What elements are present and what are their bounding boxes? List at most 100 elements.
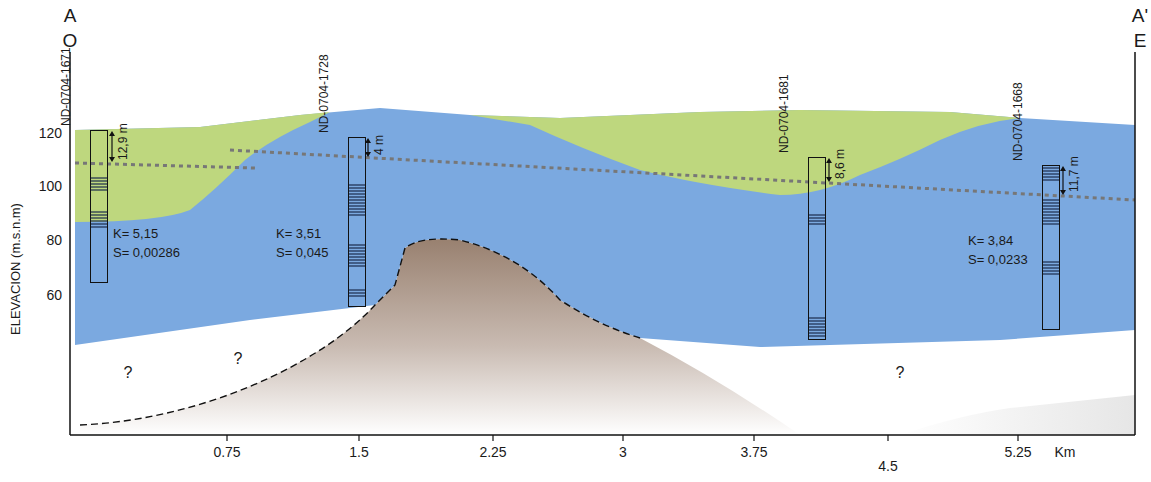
screen-stroke (91, 177, 107, 178)
well-column: ND-0704-1728 (348, 137, 366, 307)
screen-stroke (91, 217, 107, 218)
axis-unit: Km (1055, 445, 1076, 460)
well-column: ND-0704-1681 (808, 157, 826, 340)
well-name: ND-0704-1681 (777, 74, 791, 153)
screen-stroke (1043, 267, 1059, 268)
axis-tick (226, 435, 227, 441)
screen-stroke (91, 220, 107, 221)
screen-stroke (91, 223, 107, 224)
screen-stroke (1043, 261, 1059, 262)
screen-stroke (349, 289, 365, 290)
arrow-head (826, 177, 832, 182)
unknown-mark: ? (124, 365, 133, 380)
axis-value: 3 (619, 445, 627, 460)
screen-stroke (1043, 273, 1059, 274)
axis-title: ELEVACION (m.s.n.m) (8, 203, 23, 335)
screen-stroke (91, 211, 107, 212)
hydraulic-value: S= 0,0233 (968, 252, 1028, 267)
screen-stroke (809, 329, 825, 330)
depth-arrow (111, 134, 112, 159)
screen-stroke (1043, 173, 1059, 174)
screen-stroke (349, 256, 365, 257)
screen-stroke (349, 193, 365, 194)
screen-stroke (809, 335, 825, 336)
upper-layer (75, 112, 330, 222)
depth-arrow (828, 161, 829, 179)
axis-value: 60 (46, 288, 62, 303)
arrow-head (1060, 190, 1066, 195)
depth-arrows (109, 131, 1066, 195)
screen-stroke (809, 326, 825, 327)
axis-value: 120 (39, 126, 62, 141)
screen-stroke (349, 247, 365, 248)
axis-value: 3.75 (740, 445, 767, 460)
screen-stroke (349, 187, 365, 188)
depth-label: 8,6 m (833, 149, 848, 179)
screen-stroke (349, 190, 365, 191)
depth-arrow (1062, 169, 1063, 192)
axis-tick (622, 435, 623, 441)
axis-value: 80 (46, 233, 62, 248)
screen-stroke (349, 262, 365, 263)
screen-stroke (91, 186, 107, 187)
screen-stroke (91, 226, 107, 227)
arrow-head (109, 157, 115, 162)
screen-stroke (1043, 264, 1059, 265)
screen-stroke (1043, 270, 1059, 271)
screen-stroke (809, 320, 825, 321)
screen-stroke (349, 196, 365, 197)
screen-stroke (809, 323, 825, 324)
screen-stroke (91, 180, 107, 181)
screen-stroke (1043, 223, 1059, 224)
screen-stroke (349, 250, 365, 251)
screen-stroke (1043, 167, 1059, 168)
axis-tick (358, 435, 359, 441)
axis-value: 5.25 (1004, 445, 1031, 460)
axis-value: 1.5 (349, 445, 368, 460)
screen-stroke (349, 244, 365, 245)
water-table (75, 163, 255, 168)
bedrock-contact (80, 239, 640, 425)
screen-stroke (1043, 199, 1059, 200)
screen-stroke (349, 211, 365, 212)
screen-stroke (1043, 217, 1059, 218)
axis-tick (753, 435, 754, 441)
arrow-head (826, 158, 832, 163)
section-boundary (1134, 52, 1136, 435)
screen-stroke (1043, 205, 1059, 206)
section-end-letter: A' (1132, 8, 1148, 23)
well-screens (91, 168, 1059, 336)
screen-stroke (349, 202, 365, 203)
screen-stroke (809, 217, 825, 218)
screen-stroke (809, 317, 825, 318)
screen-stroke (91, 214, 107, 215)
screen-stroke (349, 292, 365, 293)
screen-stroke (1043, 176, 1059, 177)
screen-stroke (349, 214, 365, 215)
axis-tick (492, 435, 493, 441)
well-name: ND-0704-1728 (317, 54, 331, 133)
hydraulic-value: S= 0,045 (276, 245, 328, 260)
axis-ticks (227, 435, 1018, 441)
unknown-mark: ? (234, 351, 243, 366)
screen-stroke (349, 259, 365, 260)
axis-value: 2.25 (479, 445, 506, 460)
section-end-letter: A (64, 8, 77, 23)
bedrock-low (900, 395, 1135, 435)
upper-layer (470, 110, 1020, 195)
screen-stroke (809, 223, 825, 224)
aquifer-layer (75, 108, 1135, 347)
screen-stroke (349, 205, 365, 206)
screen-stroke (349, 265, 365, 266)
well-name: ND-0704-1668 (1011, 82, 1025, 161)
depth-label: 4 m (372, 135, 387, 155)
screen-stroke (349, 184, 365, 185)
x-axis (70, 434, 1135, 436)
hydraulic-value: K= 5,15 (113, 226, 158, 241)
well-column: ND-0704-1668 (1042, 165, 1060, 330)
screen-stroke (1043, 170, 1059, 171)
screen-stroke (349, 208, 365, 209)
depth-label: 12,9 m (116, 123, 131, 160)
